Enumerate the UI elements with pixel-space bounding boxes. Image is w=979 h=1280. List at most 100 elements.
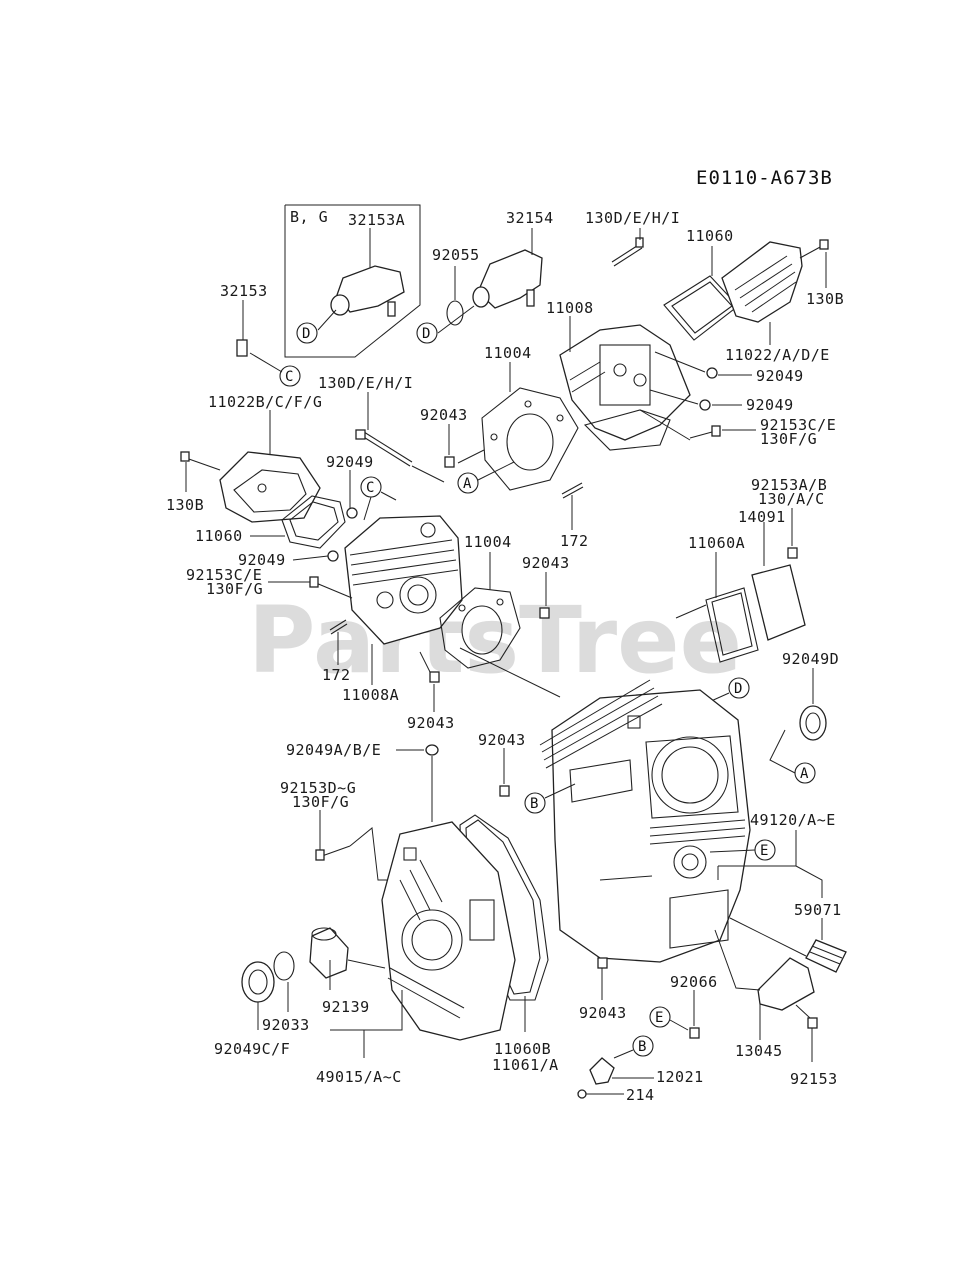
svg-text:B: B (530, 796, 538, 812)
label-11060-top: 11060 (686, 227, 734, 245)
callout-d-breather: D (416, 322, 438, 344)
part-92049ABE-nut[interactable] (425, 744, 439, 756)
part-92153CE-bolt-right[interactable] (689, 425, 721, 439)
part-92153DG-bolt[interactable] (315, 845, 351, 861)
part-32154-breather[interactable] (472, 249, 543, 309)
callout-e-plug: E (649, 1006, 671, 1028)
label-92049-l1: 92049 (326, 453, 374, 471)
part-130B-bolt-right[interactable] (799, 239, 829, 259)
part-92055-o-ring[interactable] (446, 300, 464, 326)
label-11004-mid: 11004 (464, 533, 512, 551)
part-172-stud-left[interactable] (329, 619, 348, 635)
label-32153A: 32153A (348, 211, 405, 229)
label-14091: 14091 (738, 508, 786, 526)
part-92043-dowel-a[interactable] (444, 456, 455, 468)
part-92066-plug[interactable] (689, 1027, 700, 1039)
part-92043-dowel-e[interactable] (597, 957, 608, 969)
part-92049-nut-right-2[interactable] (699, 399, 711, 411)
part-172-stud-right[interactable] (561, 482, 584, 499)
label-49120: 49120/A~E (750, 811, 836, 829)
part-11004-head-gasket-mid[interactable] (439, 587, 521, 669)
part-92049CF-oil-seal[interactable] (241, 961, 275, 1003)
label-172-right: 172 (560, 532, 589, 550)
part-92043-dowel-b[interactable] (539, 607, 550, 619)
label-box-bg: B, G (290, 208, 328, 226)
part-92033-circlip[interactable] (273, 951, 295, 981)
label-49015: 49015/A~C (316, 1068, 402, 1086)
callout-b-breather: B (632, 1035, 654, 1057)
part-11008-cylinder-head[interactable] (559, 324, 691, 451)
label-13045: 13045 (735, 1042, 783, 1060)
label-11022ADE: 11022/A/D/E (725, 346, 830, 364)
part-32153-clip[interactable] (236, 339, 248, 357)
part-59071-spring[interactable] (805, 939, 847, 973)
part-11022ADE-rocker-cover[interactable] (721, 241, 803, 323)
part-92043-dowel-c[interactable] (429, 671, 440, 683)
part-11060-rocker-gasket-left[interactable] (281, 495, 346, 549)
svg-text:C: C (285, 369, 293, 385)
label-92043-e: 92043 (579, 1004, 627, 1022)
label-92153CE-left: 92153C/E (186, 566, 262, 584)
part-92049-nut-left-2[interactable] (327, 550, 339, 562)
part-11060A-gasket[interactable] (705, 587, 759, 663)
label-214: 214 (626, 1086, 655, 1104)
svg-text:A: A (800, 766, 809, 782)
label-92049-l2: 92049 (238, 551, 286, 569)
part-92049D-oil-seal[interactable] (799, 705, 827, 741)
label-92153DG: 92153D~G (280, 779, 356, 797)
part-92049-nut-left-1[interactable] (346, 507, 358, 519)
part-214-screw[interactable] (577, 1089, 587, 1099)
label-11004-top: 11004 (484, 344, 532, 362)
label-11008A: 11008A (342, 686, 399, 704)
label-11060A: 11060A (688, 534, 745, 552)
callout-a-right: A (794, 762, 816, 784)
part-crankcase[interactable] (539, 679, 751, 963)
part-13045-bracket[interactable] (757, 957, 815, 1011)
part-92139-sleeve[interactable] (309, 927, 349, 979)
label-130DEHI-left: 130D/E/H/I (318, 374, 413, 392)
part-130B-bolt-left[interactable] (180, 451, 221, 471)
label-92043-d: 92043 (478, 731, 526, 749)
part-11004-head-gasket-top[interactable] (481, 387, 579, 491)
part-130DEHI-bolt-left[interactable] (355, 429, 413, 467)
label-92043-b: 92043 (522, 554, 570, 572)
label-59071: 59071 (794, 901, 842, 919)
part-12021-plate[interactable] (589, 1057, 615, 1085)
part-130DEHI-bolt-top[interactable] (611, 237, 644, 267)
label-92049ABE: 92049A/B/E (286, 741, 381, 759)
part-92043-dowel-d[interactable] (499, 785, 510, 797)
part-11008A-cylinder-head-left[interactable] (344, 515, 463, 645)
callout-c-top: C (279, 365, 301, 387)
part-32153A-breather-cover[interactable] (330, 265, 405, 317)
label-92049CF: 92049C/F (214, 1040, 290, 1058)
label-92049-r1: 92049 (756, 367, 804, 385)
part-92153AB-bolt[interactable] (787, 547, 798, 559)
svg-text:C: C (366, 480, 374, 496)
callout-b-crankcase: B (524, 792, 546, 814)
part-14091-cover-plate[interactable] (751, 564, 806, 641)
label-130AC: 130/A/C (758, 490, 825, 508)
part-49015-crankcase-cover[interactable] (381, 821, 516, 1041)
label-11022BCFG: 11022B/C/F/G (208, 393, 322, 411)
label-11061A: 11061/A (492, 1056, 559, 1074)
diagram-code: E0110-A673B (696, 167, 833, 189)
label-32153: 32153 (220, 282, 268, 300)
label-92066: 92066 (670, 973, 718, 991)
svg-text:D: D (302, 326, 310, 342)
svg-text:D: D (734, 681, 742, 697)
label-92153AB: 92153A/B (751, 476, 827, 494)
part-92049-nut-right-1[interactable] (706, 367, 718, 379)
part-92153-bolt[interactable] (807, 1017, 818, 1029)
label-92049-r2: 92049 (746, 396, 794, 414)
label-32154: 32154 (506, 209, 554, 227)
label-92139: 92139 (322, 998, 370, 1016)
label-12021: 12021 (656, 1068, 704, 1086)
label-130FG-bottom: 130F/G (292, 793, 349, 811)
part-11022BCFG-rocker-cover[interactable] (219, 451, 321, 523)
callout-a-top: A (457, 472, 479, 494)
label-92153: 92153 (790, 1070, 838, 1088)
label-92043-c: 92043 (407, 714, 455, 732)
svg-text:B: B (638, 1039, 646, 1055)
callout-c-mid: C (360, 476, 382, 498)
